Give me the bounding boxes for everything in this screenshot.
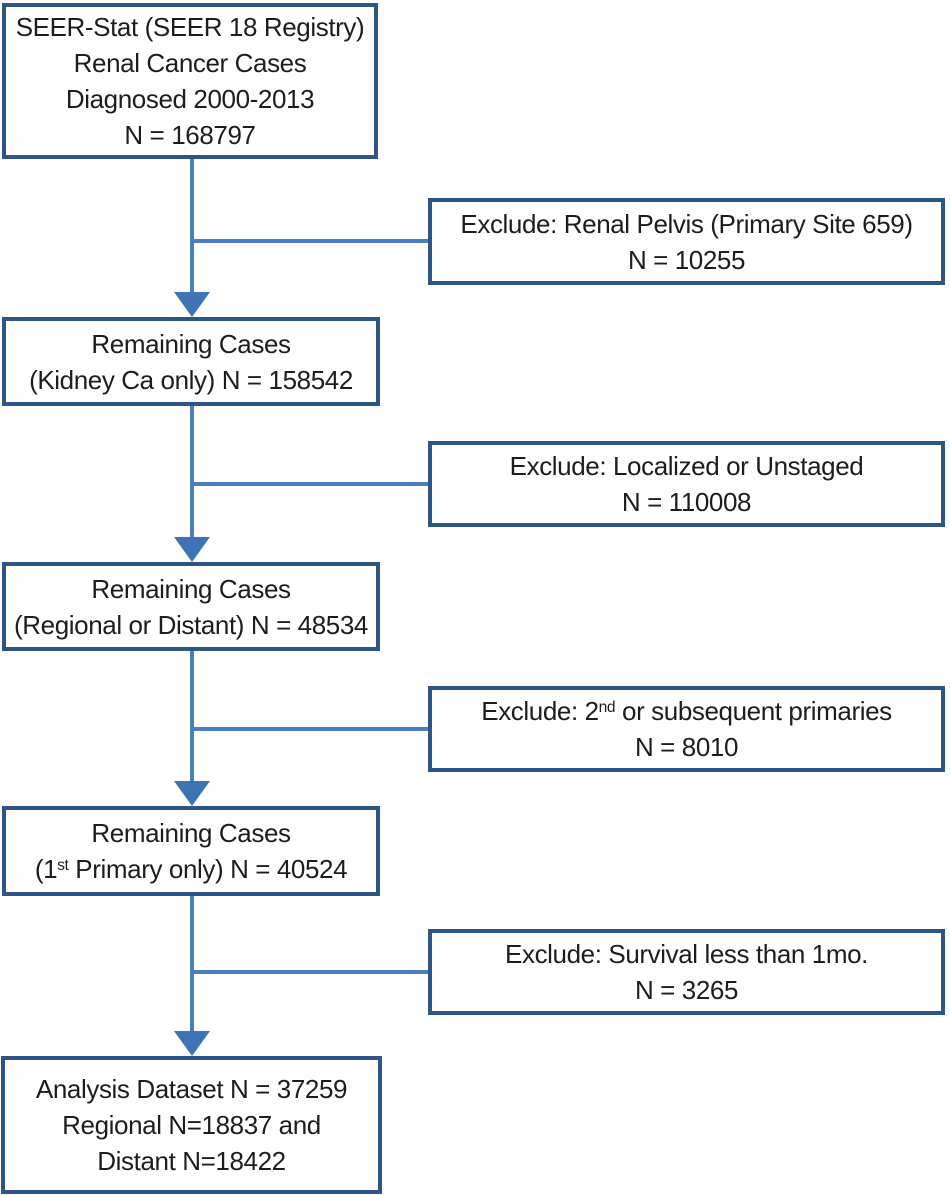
box-text-line: Exclude: Localized or Unstaged <box>509 451 864 481</box>
box-text-line: Exclude: Survival less than 1mo. <box>505 939 868 969</box>
connector-vertical-line <box>190 896 194 1032</box>
box-text-line: N = 10255 <box>627 244 746 275</box>
connector-branch-line <box>192 727 428 731</box>
arrow-down-icon <box>174 781 210 806</box>
box-text-line: SEER-Stat (SEER 18 Registry) <box>15 12 365 42</box>
arrow-down-icon <box>174 537 210 562</box>
box-text-line: N = 168797 <box>124 120 256 150</box>
arrow-down-icon <box>174 1031 210 1056</box>
box-text-line: (1st Primary only) N = 40524 <box>34 854 348 884</box>
exclude-box-subsequent-primaries: Exclude: 2nd or subsequent primaries N =… <box>428 686 945 772</box>
box-text-line: Remaining Cases <box>91 573 291 604</box>
flow-box-remaining-kidney: Remaining Cases (Kidney Ca only) N = 158… <box>2 317 380 406</box>
connector-branch-line <box>192 482 428 486</box>
exclude-box-renal-pelvis: Exclude: Renal Pelvis (Primary Site 659)… <box>428 198 945 285</box>
box-text-line: Renal Cancer Cases <box>73 48 307 78</box>
exclude-box-localized-unstaged: Exclude: Localized or Unstaged N = 11000… <box>428 441 945 527</box>
flow-box-remaining-regional-distant: Remaining Cases (Regional or Distant) N … <box>2 562 380 651</box>
box-text-line: Diagnosed 2000-2013 <box>65 84 315 114</box>
box-text-line: N = 3265 <box>634 975 739 1005</box>
connector-branch-line <box>192 970 428 974</box>
exclude-box-survival: Exclude: Survival less than 1mo. N = 326… <box>428 929 945 1015</box>
arrow-down-icon <box>174 292 210 317</box>
box-text-line: Exclude: Renal Pelvis (Primary Site 659) <box>460 208 913 239</box>
connector-vertical-line <box>190 159 194 293</box>
box-text-line: Remaining Cases <box>91 328 291 359</box>
connector-branch-line <box>192 239 428 243</box>
box-text-line: (Regional or Distant) N = 48534 <box>14 609 368 640</box>
connector-vertical-line <box>190 406 194 538</box>
flow-box-remaining-first-primary: Remaining Cases (1st Primary only) N = 4… <box>2 806 380 896</box>
box-text-line: Remaining Cases <box>91 818 291 848</box>
box-text-line: N = 110008 <box>621 487 752 517</box>
flow-box-analysis-dataset: Analysis Dataset N = 37259 Regional N=18… <box>1 1056 382 1194</box>
box-text-line: N = 8010 <box>634 732 739 762</box>
connector-vertical-line <box>190 651 194 782</box>
box-text-line: Regional N=18837 and <box>62 1110 321 1140</box>
box-text-line: Distant N=18422 <box>97 1146 286 1176</box>
box-text-line: (Kidney Ca only) N = 158542 <box>29 364 353 395</box>
box-text-line: Exclude: 2nd or subsequent primaries <box>481 696 892 726</box>
flow-box-source: SEER-Stat (SEER 18 Registry) Renal Cance… <box>2 3 378 159</box>
box-text-line: Analysis Dataset N = 37259 <box>35 1074 348 1104</box>
